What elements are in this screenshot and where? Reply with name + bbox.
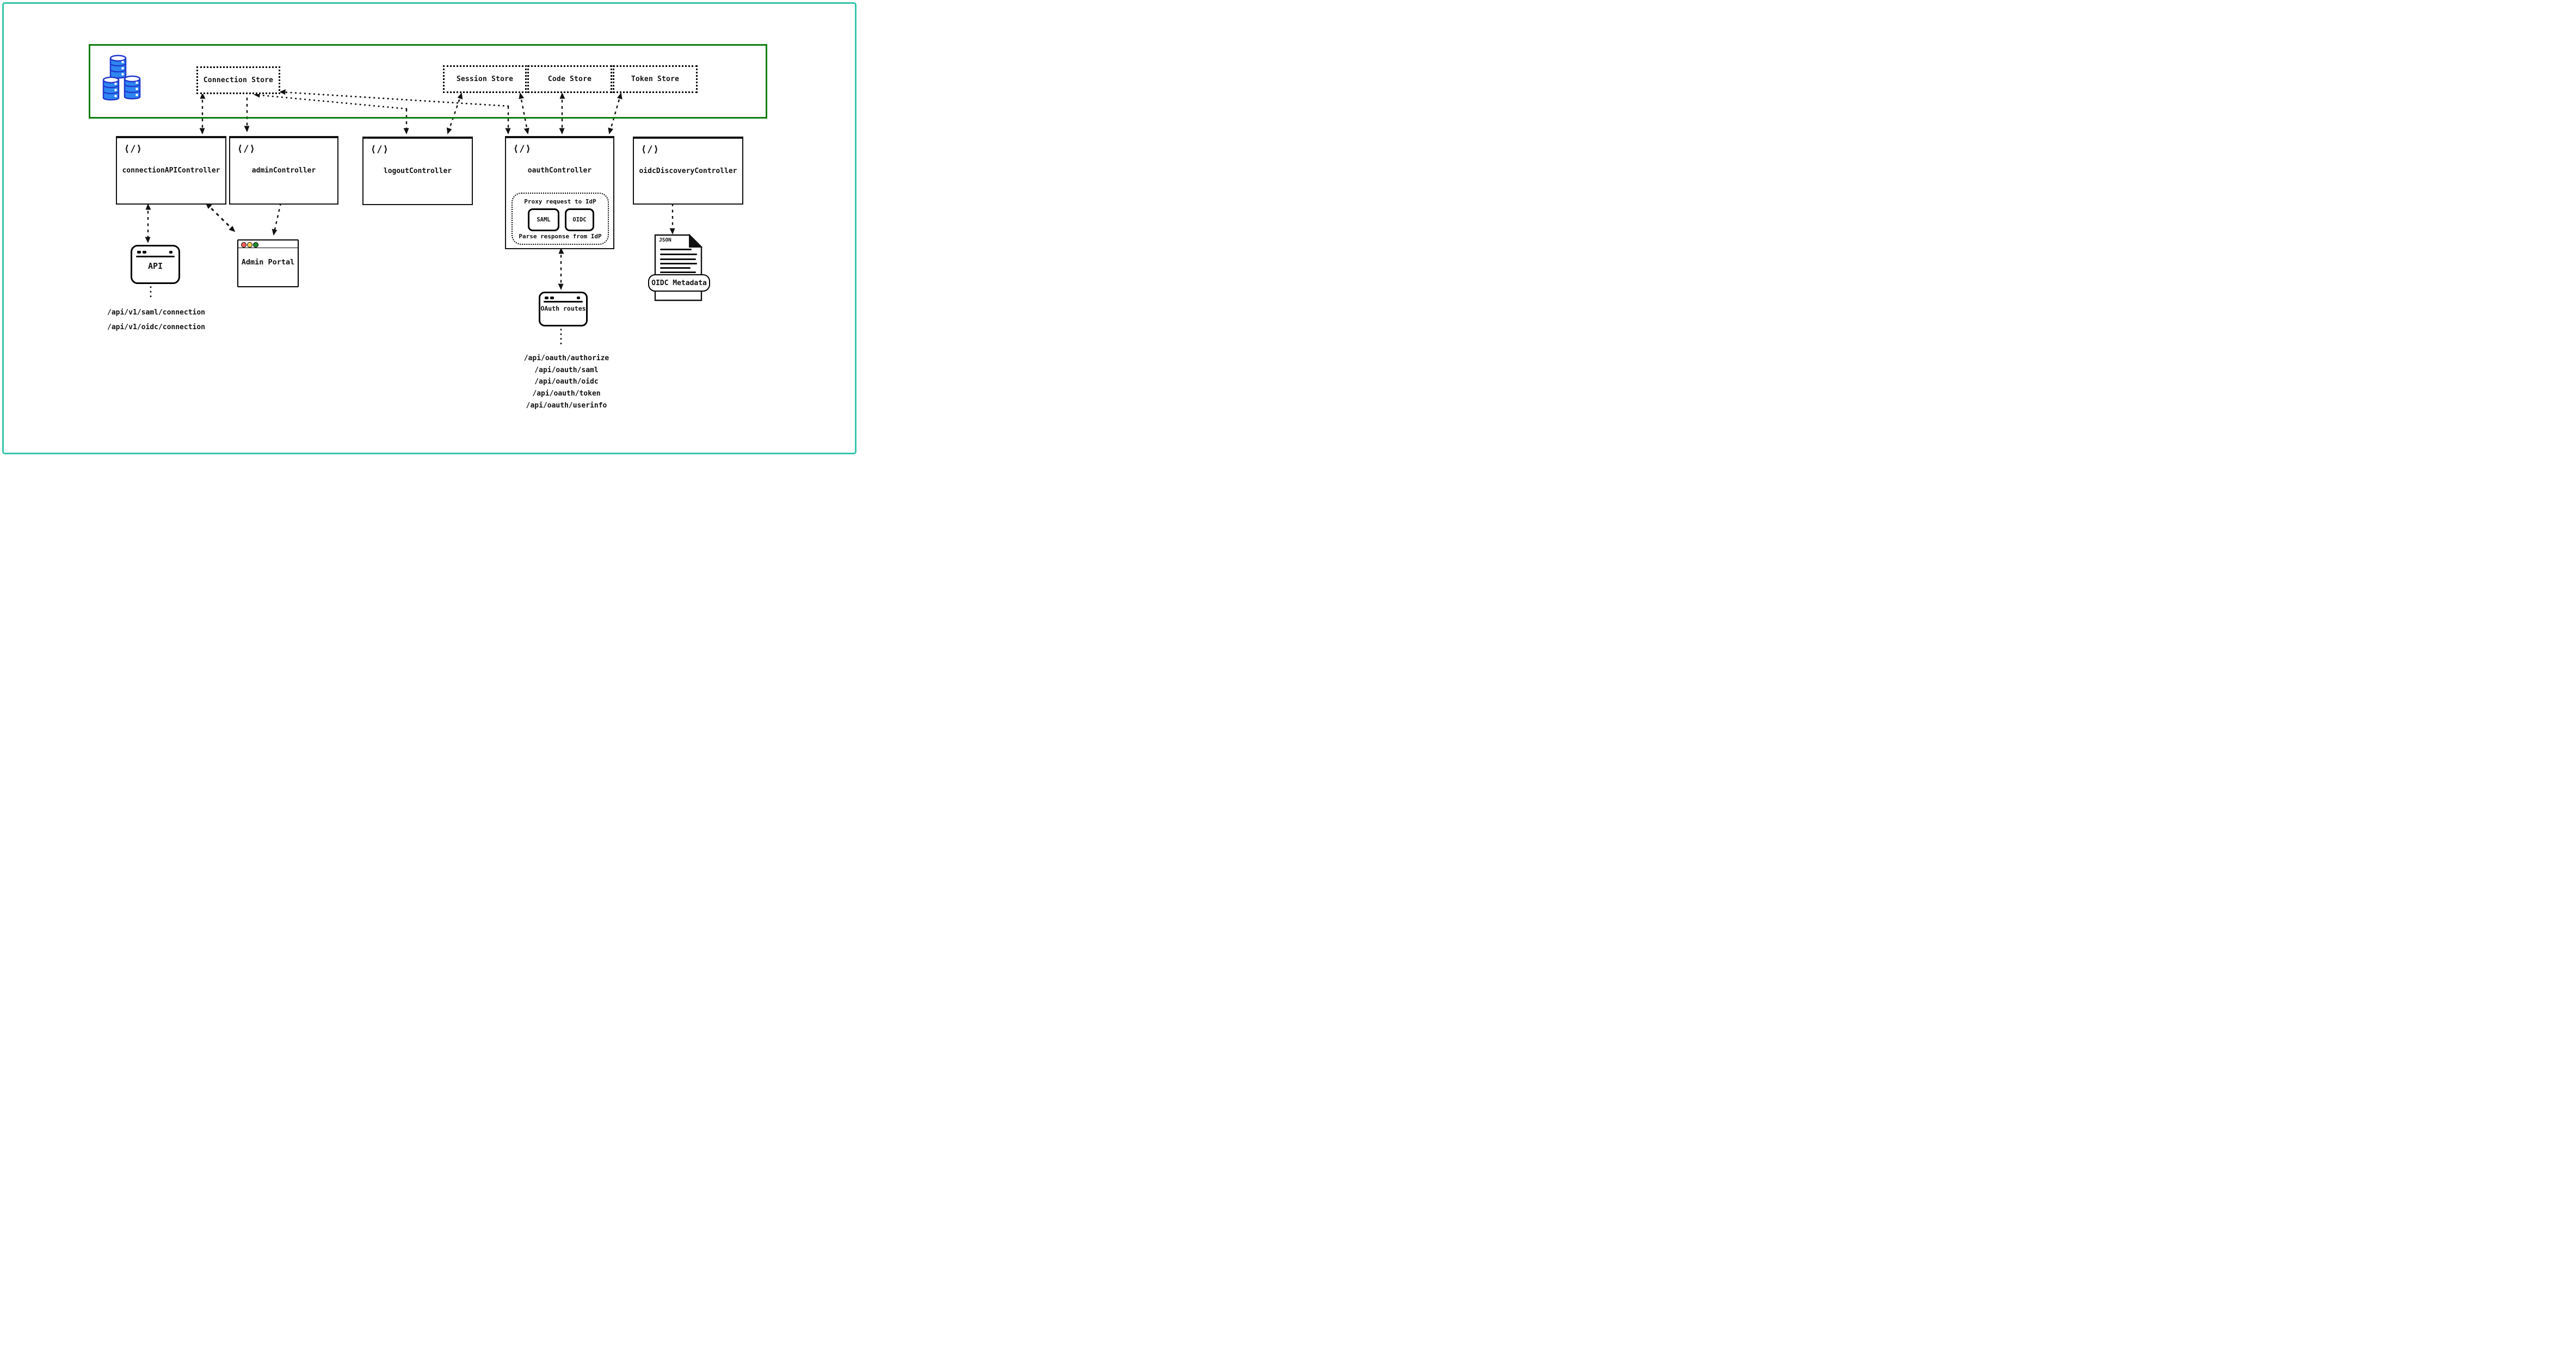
controller-label: oidcDiscoveryController [639,167,737,175]
endpoint: /api/v1/oidc/connection [107,323,206,331]
controller-label: connectionAPIController [122,166,220,175]
storage-layer-boundary [89,44,767,119]
oauth-endpoints: /api/oauth/authorize /api/oauth/saml /ap… [520,353,613,412]
saml-chip: SAML [528,208,559,231]
endpoint: /api/oauth/userinfo [526,401,607,410]
file-type-label: JSON [659,237,671,243]
oauth-routes-label: OAuth routes [540,305,586,312]
database-barrel [124,75,141,100]
api-window-label: API [147,261,163,271]
database-barrel [109,54,127,79]
store-label: Connection Store [203,76,274,84]
minimize-icon [247,242,252,248]
code-icon: ⟨/⟩ [641,144,660,155]
json-document-icon: JSON OIDC Metadata [648,234,710,301]
admin-portal-label: Admin Portal [241,258,295,267]
store-connection: Connection Store [196,66,280,94]
database-icon [102,54,141,101]
connector-arrows [145,89,675,349]
controller-label: oauthController [527,166,592,175]
store-session: Session Store [443,65,527,93]
text-line [660,271,696,273]
store-label: Token Store [631,75,680,83]
architecture-diagram: Connection Store Session Store Code Stor… [0,0,859,456]
oidc-chip: OIDC [565,208,594,231]
window-dot-icon [545,297,549,299]
endpoint: /api/oauth/authorize [523,354,609,362]
api-window: API [131,245,180,284]
admin-portal-window: Admin Portal [237,239,299,287]
proxy-request-label: Proxy request to IdP [524,198,596,205]
window-dot-icon [577,297,580,299]
database-barrel [102,76,120,101]
store-code: Code Store [527,65,612,93]
controller-admin: ⟨/⟩ adminController [229,136,338,205]
code-icon: ⟨/⟩ [237,144,256,155]
arrow-tokenstore-oauthcontroller [608,92,623,134]
code-icon: ⟨/⟩ [513,144,532,155]
endpoint: /api/oauth/saml [534,366,599,374]
arrow-sessionstore-oauthcontroller [519,92,529,134]
close-icon [241,242,246,248]
text-line [660,249,692,250]
window-dot-icon [137,251,141,254]
controller-oauth: ⟨/⟩ oauthController Proxy request to IdP… [505,136,614,249]
endpoint: /api/v1/saml/connection [107,308,206,317]
code-icon: ⟨/⟩ [124,144,143,155]
text-line [660,258,696,260]
store-label: Session Store [456,75,514,83]
controller-label: logoutController [383,167,452,175]
oidc-metadata-badge: OIDC Metadata [648,274,710,292]
window-toolbar [136,256,175,257]
oidc-metadata-label: OIDC Metadata [651,279,707,287]
arrow-admincontroller-adminportal [272,202,282,236]
window-titlebar [238,240,298,248]
controller-logout: ⟨/⟩ logoutController [362,137,473,205]
maximize-icon [253,242,258,248]
text-line [660,267,691,269]
store-label: Code Store [547,75,592,83]
arrow-sessionstore-logoutcontroller [446,92,463,134]
text-line [660,263,697,264]
arrow-oauthcontroller-connstore [279,89,509,107]
parse-response-label: Parse response from IdP [519,233,602,240]
window-dot-icon [169,251,172,254]
arrow-connapicontroller-adminportal [205,202,236,232]
controller-label: adminController [251,166,316,175]
window-dot-icon [550,297,554,299]
window-dot-icon [143,251,146,254]
connection-api-endpoints: /api/v1/saml/connection /api/v1/oidc/con… [107,305,205,335]
store-token: Token Store [613,65,698,93]
text-line [660,254,697,255]
endpoint: /api/oauth/token [532,390,601,398]
window-toolbar [544,301,583,303]
controller-connection-api: ⟨/⟩ connectionAPIController [116,136,226,205]
code-icon: ⟨/⟩ [371,144,389,155]
oauth-routes-window: OAuth routes [539,292,588,326]
idp-proxy-box: Proxy request to IdP SAML OIDC Parse res… [511,193,609,245]
controller-oidc-discovery: ⟨/⟩ oidcDiscoveryController [633,137,743,205]
endpoint: /api/oauth/oidc [534,378,599,386]
